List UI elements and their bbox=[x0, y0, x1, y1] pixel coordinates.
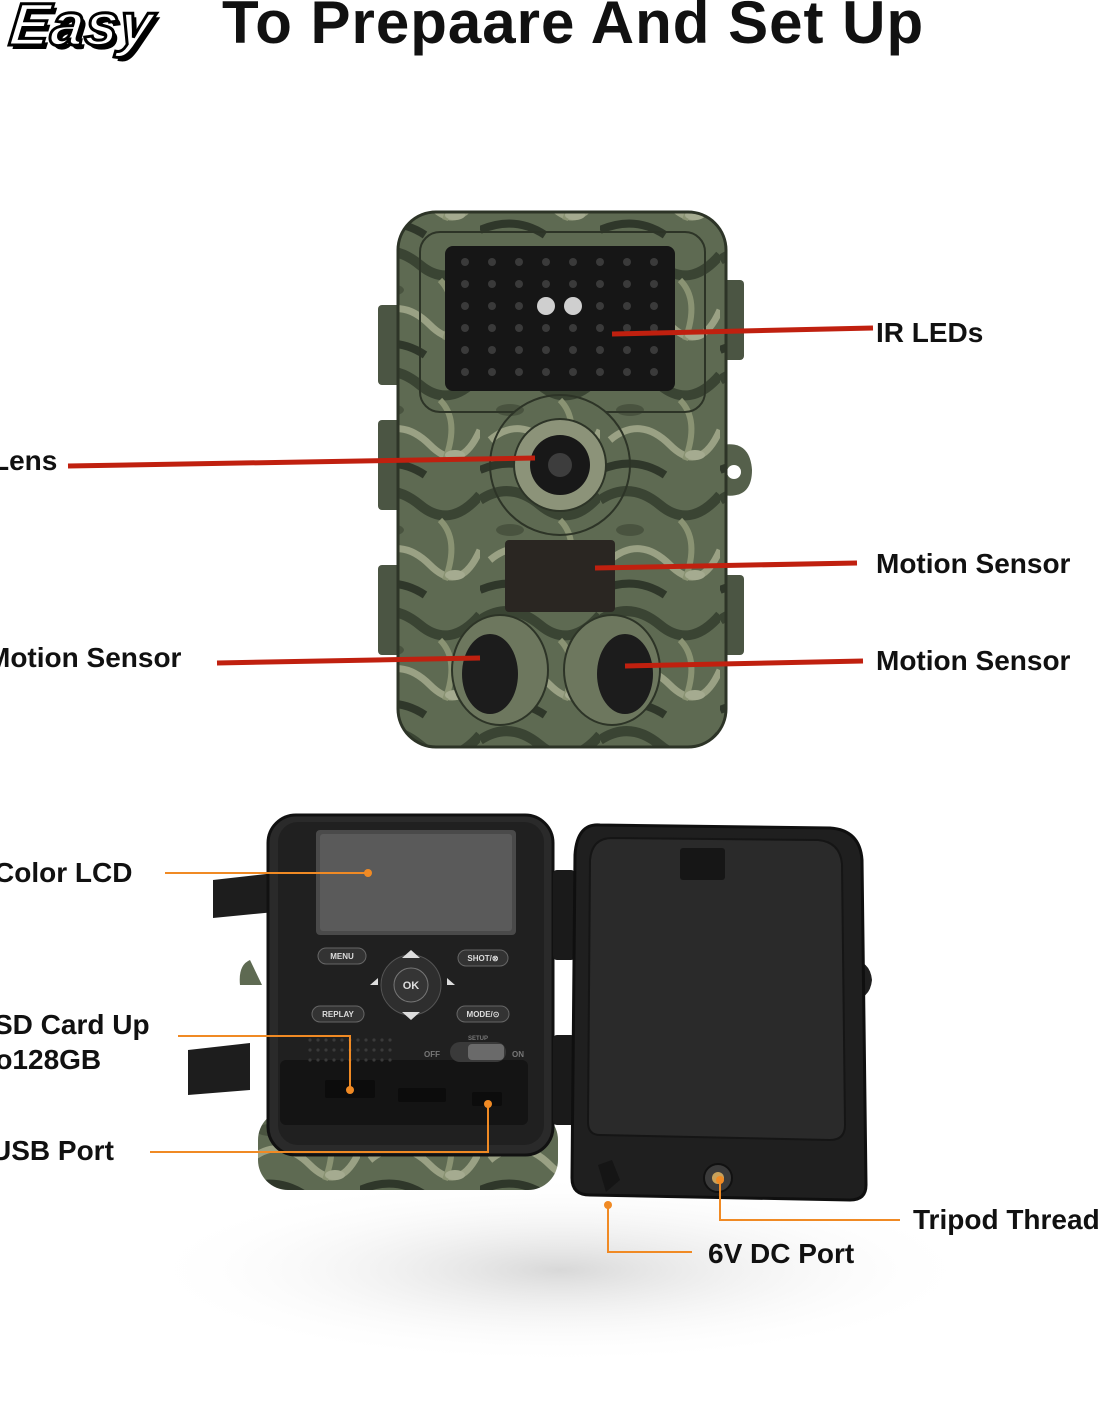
page-title: Easy To Prepaare And Set Up bbox=[0, 0, 1115, 66]
usb-port-label: USB Port bbox=[0, 1135, 114, 1166]
orange-callout-lines bbox=[150, 872, 900, 1253]
menu-button-label: MENU bbox=[330, 952, 354, 961]
switch-on-label: ON bbox=[512, 1050, 524, 1059]
motion-sensor-center-label: Motion Sensor bbox=[876, 548, 1071, 579]
motion-sensor-right-label: Motion Sensor bbox=[876, 645, 1071, 676]
camera-open-left bbox=[188, 813, 558, 1190]
color-lcd-label: Color LCD bbox=[0, 857, 133, 888]
switch-setup-label: SETUP bbox=[468, 1036, 488, 1042]
mode-button-label: MODE/⊙ bbox=[467, 1010, 500, 1019]
lens-label: Lens bbox=[0, 445, 58, 476]
replay-button-label: REPLAY bbox=[322, 1010, 354, 1019]
title-text: To Prepaare And Set Up bbox=[222, 0, 925, 56]
tripod-thread-label: Tripod Thread bbox=[913, 1204, 1100, 1235]
shot-button-label: SHOT/⊗ bbox=[467, 954, 498, 963]
dc-port-label: 6V DC Port bbox=[708, 1238, 855, 1269]
motion-sensor-left-label: Motion Sensor bbox=[0, 642, 182, 673]
ir-leds-label: IR LEDs bbox=[876, 317, 984, 348]
ok-button-label: OK bbox=[403, 980, 420, 992]
sd-card-label-line2: to128GB bbox=[0, 1044, 102, 1075]
red-callout-lines bbox=[67, 325, 874, 669]
switch-off-label: OFF bbox=[424, 1050, 440, 1059]
pir-lenses bbox=[451, 614, 661, 726]
camera-open-right bbox=[553, 823, 872, 1202]
sd-card-label-line1: SD Card Up bbox=[0, 1009, 150, 1040]
camera-front bbox=[378, 210, 752, 749]
orange-callout-dots bbox=[346, 869, 724, 1209]
